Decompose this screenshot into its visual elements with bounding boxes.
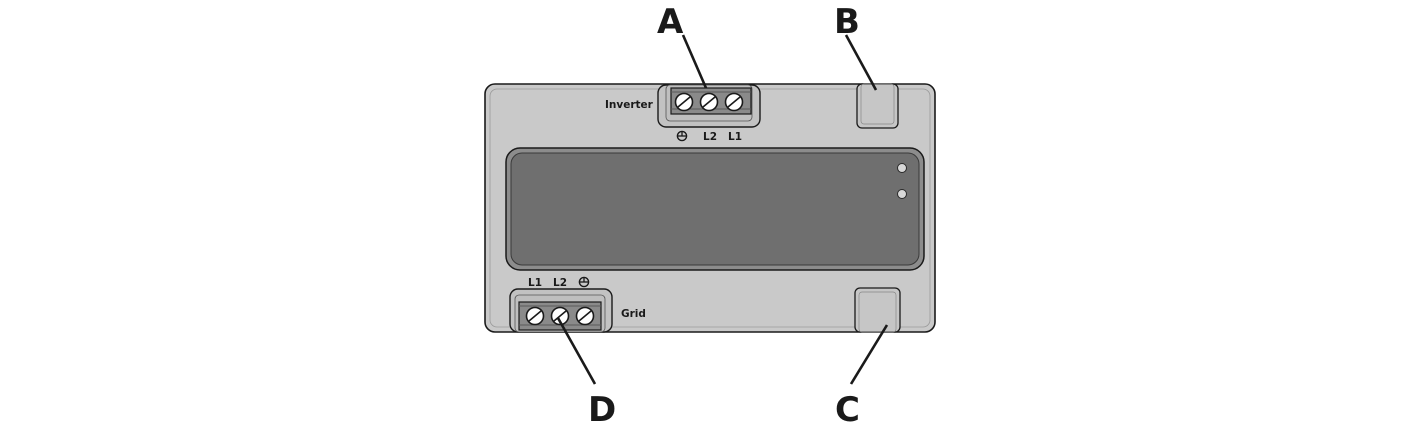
sealing-slot-top	[856, 83, 899, 129]
inverter-terminal-l1-label: L1	[728, 131, 742, 143]
led-2	[897, 189, 907, 199]
grid-screw-terminal-ground	[575, 306, 595, 326]
inverter-screw-terminal-ground	[674, 92, 694, 112]
grid-terminal-l2-label: L2	[553, 277, 567, 289]
inverter-screw-terminal-l1	[724, 92, 744, 112]
grid-label: Grid	[621, 308, 646, 320]
sealing-slot-bottom	[854, 287, 901, 333]
grid-terminal-l1-label: L1	[528, 277, 542, 289]
inverter-connector	[657, 84, 761, 128]
status-leds	[897, 163, 907, 199]
grid-screw-terminal-l1	[525, 306, 545, 326]
callout-d-leader	[556, 317, 597, 385]
callout-d: D	[588, 390, 616, 426]
grid-connector	[509, 288, 613, 333]
grid-ground-symbol	[578, 276, 590, 288]
callout-b-leader	[844, 34, 878, 91]
inverter-label: Inverter	[605, 99, 654, 111]
inverter-terminal-l2-label: L2	[703, 131, 717, 143]
callout-c-leader	[849, 324, 889, 385]
callout-c: C	[835, 390, 860, 426]
inverter-ground-symbol	[676, 130, 688, 142]
callout-b: B	[834, 2, 860, 42]
callout-a: A	[657, 2, 684, 42]
callout-a-leader	[681, 34, 708, 89]
grid-screw-terminal-l2	[550, 306, 570, 326]
inverter-screw-terminal-l2	[699, 92, 719, 112]
led-1	[897, 163, 907, 173]
display-window	[505, 147, 925, 271]
